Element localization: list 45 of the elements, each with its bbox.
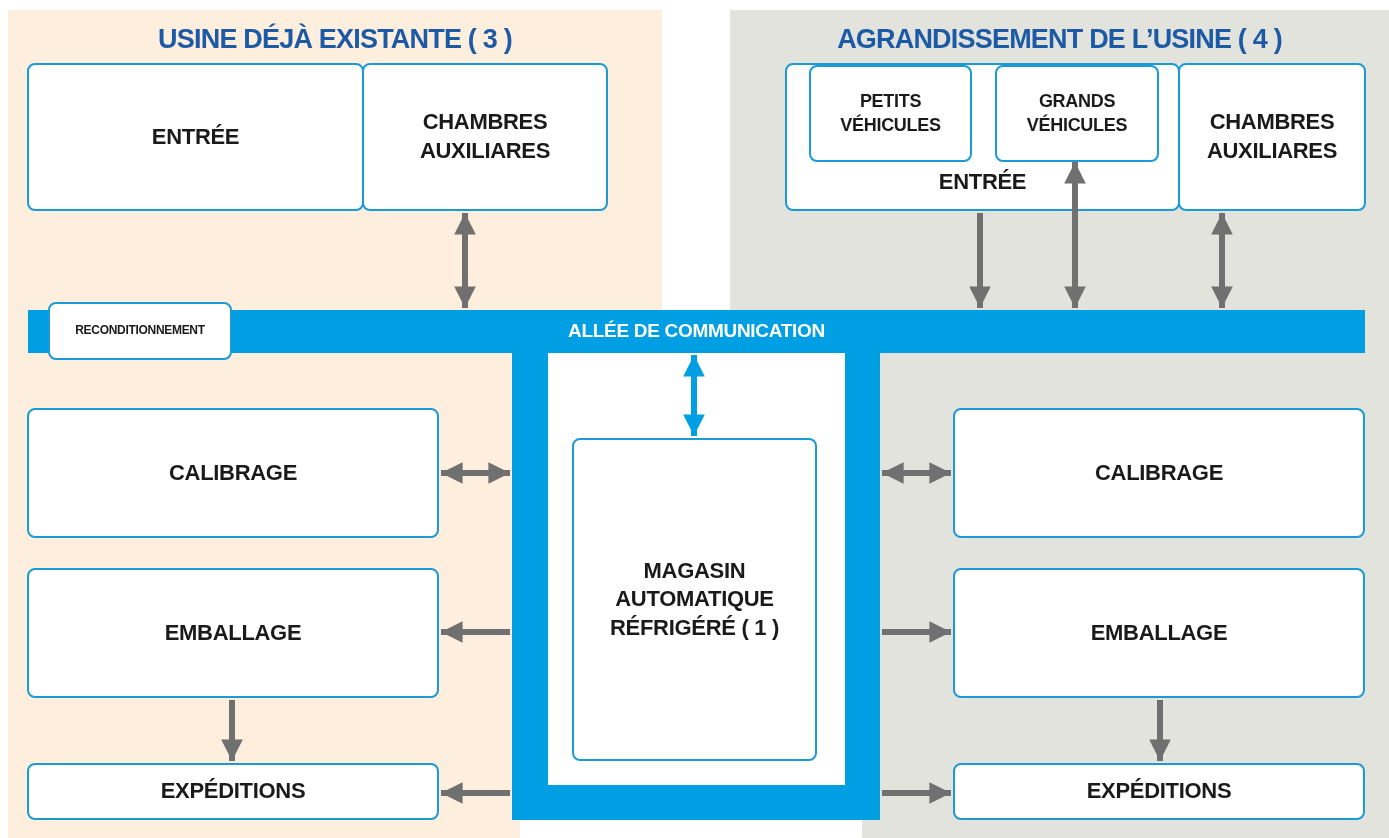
room-label: ENTRÉE <box>938 168 1027 197</box>
arrow <box>1149 700 1171 761</box>
arrow <box>221 700 243 761</box>
arrow <box>882 782 951 804</box>
arrow <box>1211 213 1233 308</box>
room-box <box>48 302 232 360</box>
room-label: CALIBRAGE <box>168 458 298 487</box>
room-label: RECONDITIONNEMENT <box>75 323 205 339</box>
room-label: GRANDS VÉHICULES <box>1025 90 1129 137</box>
room-label: CHAMBRES AUXILIARES <box>1205 108 1339 165</box>
room-box <box>27 63 364 211</box>
room-box <box>953 568 1365 698</box>
room-label: EMBALLAGE <box>1090 618 1228 647</box>
room-box <box>995 65 1159 162</box>
arrow <box>969 213 991 308</box>
room-box <box>27 763 439 820</box>
room-label: EMBALLAGE <box>164 618 302 647</box>
arrow <box>441 621 510 643</box>
room-label: EXPÉDITIONS <box>1086 777 1232 806</box>
arrow <box>441 782 510 804</box>
arrow <box>683 355 705 436</box>
room-box <box>27 568 439 698</box>
area-title: AGRANDISSEMENT DE L’USINE ( 4 ) <box>836 23 1283 56</box>
arrow <box>441 462 510 484</box>
room-box <box>809 65 972 162</box>
room-box <box>785 63 1180 211</box>
area-title: USINE DÉJÀ EXISTANTE ( 3 ) <box>157 22 513 56</box>
room-label: CALIBRAGE <box>1094 458 1224 487</box>
arrow <box>882 462 951 484</box>
room-label: MAGASIN AUTOMATIQUE RÉFRIGÉRÉ ( 1 ) <box>608 556 781 642</box>
room-box <box>362 63 608 211</box>
room-box <box>953 763 1365 820</box>
room-label: EXPÉDITIONS <box>160 777 306 806</box>
room-label: ALLÉE DE COMMUNICATION <box>568 319 825 344</box>
arrow <box>1064 162 1086 308</box>
room-box <box>572 438 817 761</box>
room-box <box>953 408 1365 538</box>
room-label: CHAMBRES AUXILIARES <box>418 108 552 165</box>
room-box <box>1178 63 1366 211</box>
room-label: PETITS VÉHICULES <box>839 90 942 137</box>
arrow <box>882 621 951 643</box>
room-box <box>27 408 439 538</box>
corridor-frame <box>512 353 880 820</box>
room-label: ENTRÉE <box>151 122 240 151</box>
arrow <box>454 213 476 308</box>
